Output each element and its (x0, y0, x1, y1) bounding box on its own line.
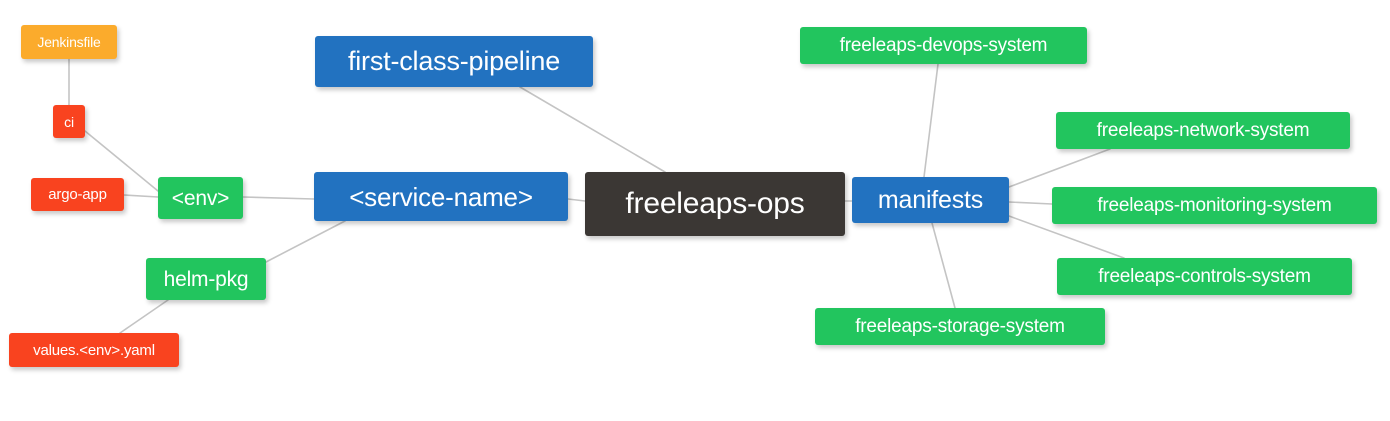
node-label-argo-app: argo-app (48, 186, 107, 203)
node-label-values-yaml: values.<env>.yaml (33, 341, 155, 359)
node-label-freeleaps-ops: freeleaps-ops (625, 187, 805, 220)
edge-manifests-to-freeleaps-monitoring-system (1008, 201, 1053, 205)
node-helm-pkg[interactable]: helm-pkg (146, 258, 266, 300)
edge-manifests-to-freeleaps-network-system (1008, 148, 1111, 188)
node-freeleaps-ops[interactable]: freeleaps-ops (585, 172, 845, 236)
node-label-freeleaps-monitoring-system: freeleaps-monitoring-system (1097, 195, 1332, 216)
edge-manifests-to-freeleaps-storage-system (931, 222, 956, 309)
edge-first-class-pipeline-to-freeleaps-ops (519, 86, 666, 173)
edge-manifests-to-freeleaps-devops-system (923, 63, 939, 178)
node-env[interactable]: <env> (158, 177, 243, 219)
node-values-yaml[interactable]: values.<env>.yaml (9, 333, 179, 367)
node-service-name[interactable]: <service-name> (314, 172, 568, 221)
edge-helm-pkg-to-service-name (265, 220, 346, 263)
edge-values-yaml-to-helm-pkg (119, 299, 169, 334)
node-ci[interactable]: ci (53, 105, 85, 138)
node-manifests[interactable]: manifests (852, 177, 1009, 223)
node-label-manifests: manifests (877, 185, 984, 214)
node-label-env: <env> (171, 186, 230, 210)
node-freeleaps-devops-system[interactable]: freeleaps-devops-system (800, 27, 1087, 64)
node-label-freeleaps-devops-system: freeleaps-devops-system (839, 35, 1048, 56)
node-freeleaps-monitoring-system[interactable]: freeleaps-monitoring-system (1052, 187, 1377, 224)
node-label-jenkinsfile: Jenkinsfile (37, 34, 101, 50)
node-argo-app[interactable]: argo-app (31, 178, 124, 211)
node-freeleaps-network-system[interactable]: freeleaps-network-system (1056, 112, 1350, 149)
node-freeleaps-controls-system[interactable]: freeleaps-controls-system (1057, 258, 1352, 295)
node-first-class-pipeline[interactable]: first-class-pipeline (315, 36, 593, 87)
edge-env-to-service-name (242, 196, 315, 200)
node-label-freeleaps-controls-system: freeleaps-controls-system (1098, 266, 1311, 287)
edge-argo-app-to-env (123, 194, 159, 198)
node-label-first-class-pipeline: first-class-pipeline (347, 46, 561, 76)
node-freeleaps-storage-system[interactable]: freeleaps-storage-system (815, 308, 1105, 345)
edge-service-name-to-freeleaps-ops (567, 198, 586, 202)
node-label-freeleaps-network-system: freeleaps-network-system (1096, 120, 1310, 141)
node-label-ci: ci (64, 113, 74, 130)
node-jenkinsfile[interactable]: Jenkinsfile (21, 25, 117, 59)
node-label-service-name: <service-name> (349, 181, 533, 212)
node-label-freeleaps-storage-system: freeleaps-storage-system (855, 316, 1065, 337)
node-label-helm-pkg: helm-pkg (163, 267, 249, 291)
